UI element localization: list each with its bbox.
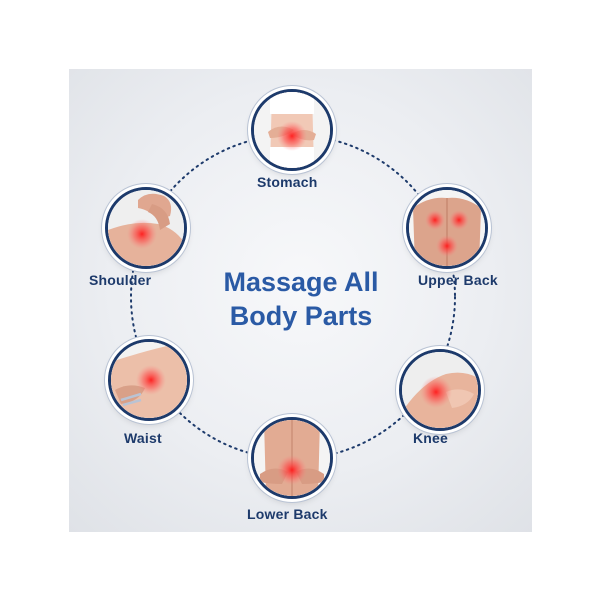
lower-back-icon xyxy=(251,417,333,499)
label-waist: Waist xyxy=(124,430,162,446)
headline-line-2: Body Parts xyxy=(229,301,373,331)
label-knee: Knee xyxy=(413,430,449,446)
label-shoulder: Shoulder xyxy=(89,272,152,288)
shoulder-icon xyxy=(105,187,187,269)
upper-back-icon xyxy=(406,187,488,269)
knee-icon xyxy=(399,349,481,431)
label-upper-back: Upper Back xyxy=(418,272,498,288)
waist-icon xyxy=(108,339,190,421)
label-stomach: Stomach xyxy=(257,174,318,190)
headline-line-1: Massage All xyxy=(223,267,379,297)
label-lower-back: Lower Back xyxy=(247,506,328,522)
stomach-icon xyxy=(251,89,333,171)
headline: Massage All Body Parts xyxy=(177,265,425,333)
infographic-panel: Massage All Body Parts xyxy=(69,69,532,532)
